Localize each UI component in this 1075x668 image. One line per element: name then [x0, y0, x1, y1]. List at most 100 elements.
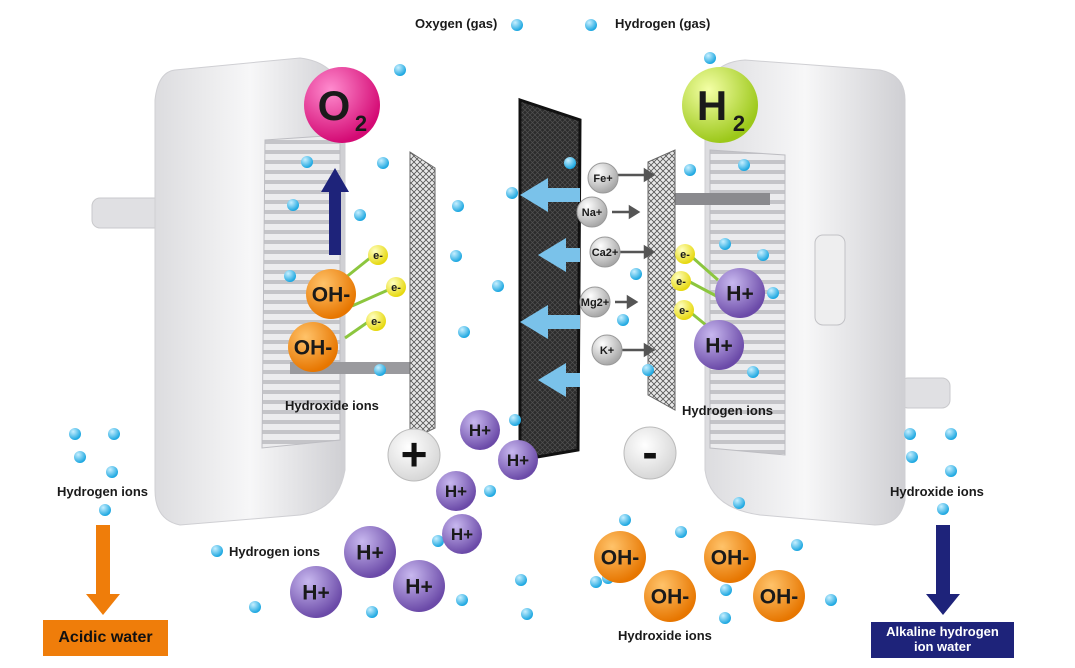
gas-bubble	[590, 576, 602, 588]
electron-label: e-	[391, 282, 401, 294]
svg-text:O: O	[318, 82, 351, 129]
cathode-mesh	[647, 149, 676, 411]
acidic-water-box: Acidic water	[43, 620, 168, 656]
alkaline-water-label: Alkaline hydrogen ion water	[886, 624, 999, 654]
electron-label: e-	[676, 276, 686, 288]
hydrogen-ion-label: H+	[451, 525, 473, 544]
gas-bubble	[904, 428, 916, 440]
hydrogen-ion: H+	[344, 526, 396, 578]
gas-bubble	[106, 466, 118, 478]
hydrogen-ion: H+	[442, 514, 482, 554]
flow-arrow-left-1	[520, 178, 580, 212]
gas-bubble	[492, 280, 504, 292]
gas-bubble	[99, 504, 111, 516]
gas-bubble	[374, 364, 386, 376]
gas-bubble	[249, 601, 261, 613]
gas-bubble	[617, 314, 629, 326]
hydrogen-ion-label: H+	[356, 541, 383, 564]
oxygen-rise-arrow	[321, 168, 349, 255]
gas-bubble	[747, 366, 759, 378]
electron: e-	[674, 300, 694, 320]
hydroxide-ion: OH-	[306, 269, 356, 319]
svg-text:H: H	[697, 82, 727, 129]
gas-bubble	[825, 594, 837, 606]
anode-mesh	[409, 151, 436, 441]
anode-sign: +	[387, 428, 441, 482]
gas-bubble	[366, 606, 378, 618]
hydrogen-ions-label-bottom: Hydrogen ions	[229, 544, 321, 559]
svg-text:2: 2	[733, 111, 745, 136]
electron: e-	[386, 277, 406, 297]
gas-bubble	[521, 608, 533, 620]
gas-bubble	[720, 584, 732, 596]
gas-bubble	[619, 514, 631, 526]
right-electrolysis-housing	[704, 59, 951, 526]
gas-bubble	[564, 157, 576, 169]
gas-bubble	[506, 187, 518, 199]
electron: e-	[675, 244, 695, 264]
hydroxide-ion-label: OH-	[294, 336, 333, 359]
ion-to-mesh-arrows	[612, 167, 656, 358]
gas-bubble	[458, 326, 470, 338]
membrane-ion-label: Ca2+	[592, 247, 619, 259]
membrane-ion: K+	[591, 334, 623, 366]
membrane-ion-label: Na+	[582, 207, 603, 219]
hydrogen-gas-sphere: H 2	[682, 67, 758, 143]
membrane-ion-label: Mg2+	[581, 297, 609, 309]
membrane-ion-label: Fe+	[593, 173, 612, 185]
hydroxide-ions-label-right: Hydroxide ions	[890, 484, 984, 499]
gas-bubble	[585, 19, 597, 31]
gas-bubble	[74, 451, 86, 463]
hydrogen-ion-label: H+	[302, 581, 329, 604]
hydrogen-ions-label-left: Hydrogen ions	[57, 484, 149, 499]
hydrogen-ion: H+	[715, 268, 765, 318]
alkaline-water-arrow	[926, 525, 960, 615]
hydroxide-ions-label-bottom: Hydroxide ions	[618, 628, 712, 643]
electron-connectors	[344, 255, 721, 340]
hydrogen-ion-label: H+	[705, 334, 732, 357]
hydroxide-ions-label-anode: Hydroxide ions	[285, 398, 379, 413]
alkaline-water-box: Alkaline hydrogen ion water	[871, 622, 1014, 658]
gas-bubble	[287, 199, 299, 211]
gas-bubbles	[69, 19, 957, 624]
hydrogen-ion: H+	[694, 320, 744, 370]
acidic-water-arrow	[86, 525, 120, 615]
oxygen-gas-sphere: O 2	[304, 67, 380, 143]
gas-bubble	[69, 428, 81, 440]
hydrogen-ion: H+	[460, 410, 500, 450]
gas-bubble	[452, 200, 464, 212]
hydroxide-ion-label: OH-	[601, 546, 640, 569]
hydrogen-ion-label: H+	[469, 421, 491, 440]
gas-bubble	[394, 64, 406, 76]
gas-bubble	[354, 209, 366, 221]
gas-bubble	[738, 159, 750, 171]
svg-text:+: +	[401, 428, 428, 480]
svg-text:2: 2	[355, 111, 367, 136]
hydrogen-ions-label-cathode: Hydrogen ions	[682, 403, 774, 418]
gas-bubble	[937, 503, 949, 515]
hydroxide-ion: OH-	[594, 531, 646, 583]
gas-bubble	[108, 428, 120, 440]
flow-arrow-right-1	[538, 238, 580, 272]
membrane-ion: Ca2+	[589, 236, 621, 268]
flow-arrow-left-2	[520, 305, 580, 339]
gas-bubble	[630, 268, 642, 280]
electron-label: e-	[680, 249, 690, 261]
hydrogen-ion-label: H+	[445, 482, 467, 501]
hydrogen-ion-label: H+	[726, 282, 753, 305]
gas-bubble	[284, 270, 296, 282]
hydrogen-ion-label: H+	[405, 575, 432, 598]
hydrogen-ion: H+	[436, 471, 476, 511]
hydroxide-ion-label: OH-	[651, 585, 690, 608]
electron: e-	[368, 245, 388, 265]
membrane-ion: Na+	[576, 196, 608, 228]
hydrogen-ion: H+	[393, 560, 445, 612]
electron: e-	[366, 311, 386, 331]
membrane-ion: Mg2+	[579, 286, 611, 318]
gas-bubble	[767, 287, 779, 299]
gas-bubble	[432, 535, 444, 547]
hydrogen-gas-legend-label: Hydrogen (gas)	[615, 16, 711, 31]
gas-bubble	[456, 594, 468, 606]
membrane-ion: Fe+	[587, 162, 619, 194]
gas-bubble	[719, 238, 731, 250]
